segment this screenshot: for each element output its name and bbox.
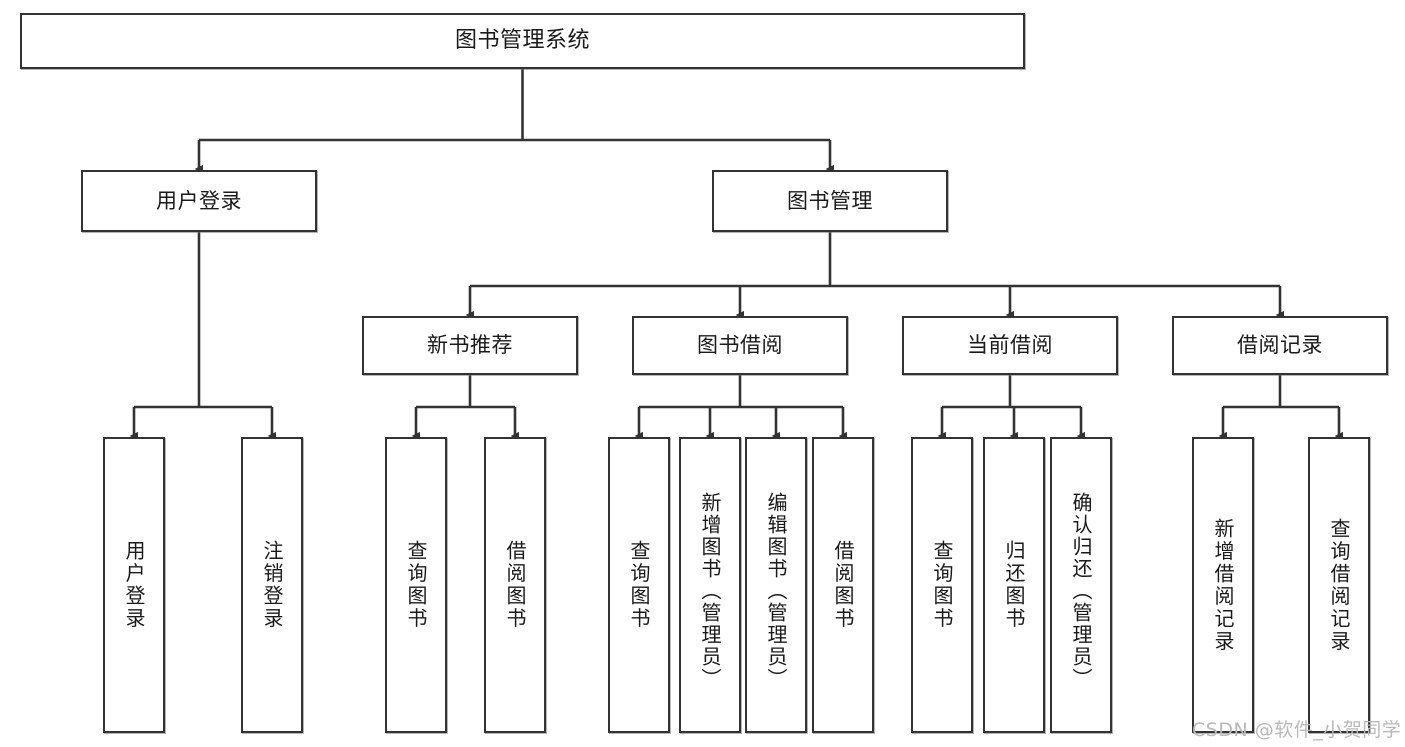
node-leaf-record-query-label: 查询借阅记录 (1327, 517, 1351, 653)
node-book-manage-label: 图书管理 (787, 188, 873, 213)
csdn-watermark: CSDN @软件_小贺同学 (1192, 719, 1402, 741)
node-leaf-borrow-edit-label: 编辑图书（管理员） (764, 492, 788, 690)
node-book-borrow-label: 图书借阅 (697, 333, 783, 358)
node-current-borrow[interactable]: 当前借阅 (902, 316, 1118, 375)
node-leaf-recommend-query[interactable]: 查询图书 (385, 437, 447, 733)
node-leaf-record-add[interactable]: 新增借阅记录 (1192, 437, 1254, 733)
node-leaf-current-return-label: 归还图书 (1002, 540, 1026, 630)
node-leaf-current-return[interactable]: 归还图书 (983, 437, 1045, 733)
node-new-book-recommend-label: 新书推荐 (427, 333, 513, 358)
node-root[interactable]: 图书管理系统 (20, 13, 1025, 69)
node-leaf-recommend-query-label: 查询图书 (404, 540, 428, 630)
node-leaf-user-login-label: 用户登录 (122, 540, 146, 630)
node-current-borrow-label: 当前借阅 (967, 333, 1053, 358)
node-leaf-recommend-borrow[interactable]: 借阅图书 (484, 437, 546, 733)
node-leaf-borrow-query[interactable]: 查询图书 (608, 437, 670, 733)
node-leaf-borrow-lend[interactable]: 借阅图书 (812, 437, 874, 733)
node-leaf-record-add-label: 新增借阅记录 (1211, 517, 1235, 653)
node-leaf-borrow-lend-label: 借阅图书 (831, 540, 855, 630)
node-leaf-borrow-edit[interactable]: 编辑图书（管理员） (745, 437, 807, 733)
node-root-label: 图书管理系统 (454, 28, 590, 54)
node-leaf-current-query-label: 查询图书 (930, 540, 954, 630)
node-book-borrow[interactable]: 图书借阅 (632, 316, 848, 375)
node-book-manage[interactable]: 图书管理 (712, 170, 948, 232)
node-leaf-recommend-borrow-label: 借阅图书 (503, 540, 527, 630)
node-user-login[interactable]: 用户登录 (81, 170, 317, 232)
node-leaf-current-query[interactable]: 查询图书 (911, 437, 973, 733)
node-borrow-record[interactable]: 借阅记录 (1172, 316, 1388, 375)
node-leaf-borrow-add[interactable]: 新增图书（管理员） (679, 437, 741, 733)
node-leaf-record-query[interactable]: 查询借阅记录 (1308, 437, 1370, 733)
node-leaf-user-logout[interactable]: 注销登录 (241, 437, 303, 733)
node-leaf-current-confirm-label: 确认归还（管理员） (1069, 492, 1093, 690)
node-leaf-user-logout-label: 注销登录 (260, 540, 284, 630)
node-leaf-user-login[interactable]: 用户登录 (103, 437, 165, 733)
node-leaf-borrow-add-label: 新增图书（管理员） (698, 492, 722, 690)
node-user-login-label: 用户登录 (156, 188, 242, 213)
node-new-book-recommend[interactable]: 新书推荐 (362, 316, 578, 375)
node-leaf-borrow-query-label: 查询图书 (627, 540, 651, 630)
node-leaf-current-confirm[interactable]: 确认归还（管理员） (1050, 437, 1112, 733)
node-borrow-record-label: 借阅记录 (1237, 333, 1323, 358)
